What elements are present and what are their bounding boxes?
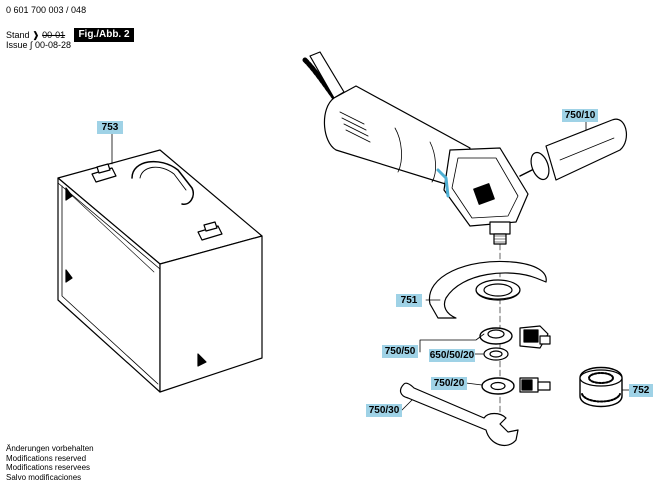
callout-750-10: 750/10 xyxy=(562,109,598,122)
issue-value: 00-08-28 xyxy=(35,40,72,50)
footer-notice: Änderungen vorbehalten Modifications res… xyxy=(6,444,94,482)
brace-glyph: ∫ xyxy=(30,40,33,50)
side-handle xyxy=(519,118,628,181)
figure-badge: Fig./Abb. 2 xyxy=(74,28,134,42)
footer-line: Salvo modificaciones xyxy=(6,472,82,482)
carrying-case xyxy=(57,132,263,393)
callout-751: 751 xyxy=(396,294,422,307)
callout-753: 753 xyxy=(97,121,123,134)
document-number: 0 601 700 003 / 048 xyxy=(6,5,87,15)
quick-release-nut xyxy=(579,366,631,408)
footer-line: Änderungen vorbehalten xyxy=(6,444,94,453)
grinder-body xyxy=(302,51,529,421)
brace-glyph: ❱ xyxy=(32,30,40,40)
face-spanner xyxy=(399,382,519,447)
mounting-flanges xyxy=(419,325,551,361)
callout-752: 752 xyxy=(629,384,653,397)
footer-line: Modifications reservees xyxy=(6,463,91,472)
stand-label: Stand xyxy=(6,30,30,40)
callout-750-30: 750/30 xyxy=(366,404,402,417)
footer-line: Modifications reserved xyxy=(6,453,87,463)
callout-750-50: 750/50 xyxy=(382,345,418,358)
callout-650-50-20: 650/50/20 xyxy=(429,349,475,362)
issue-label: Issue xyxy=(6,40,28,50)
issue-row: Issue ∫ 00-08-28 xyxy=(6,40,71,50)
clamp-nut xyxy=(465,377,551,395)
callout-750-20: 750/20 xyxy=(431,377,467,390)
stand-value: 00-01 xyxy=(42,30,66,40)
wheel-guard xyxy=(425,260,547,319)
stand-row: Stand ❱ 00-01 xyxy=(6,30,65,40)
